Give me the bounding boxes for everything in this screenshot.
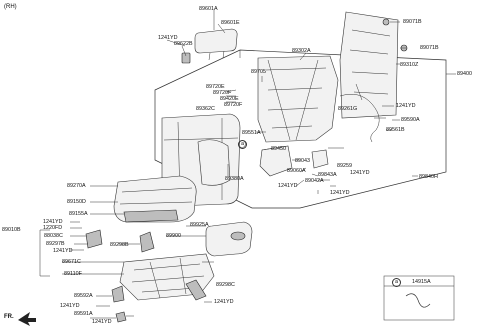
part-label-89261G: 89261G xyxy=(338,106,358,112)
part-label-89060A: 89060A xyxy=(287,168,306,174)
part-label-89561B: 89561B xyxy=(386,127,405,133)
part-label-89551A: 89551A xyxy=(242,130,261,136)
seat-pad-part xyxy=(123,209,179,223)
part-label-89071B-top: 89071B xyxy=(403,19,422,25)
headrest-part xyxy=(194,28,238,54)
part-label-89259: 89259 xyxy=(337,163,352,169)
bracket-left xyxy=(85,229,103,249)
part-label-1241YD: 1241YD xyxy=(158,35,178,41)
back-panel-part xyxy=(339,11,399,119)
part-label-89925A: 89925A xyxy=(190,222,209,228)
part-label-89310Z: 89310Z xyxy=(400,62,419,68)
part-label-89150D: 89150D xyxy=(67,199,86,205)
part-label-89110F: 89110F xyxy=(64,271,82,277)
part-label-88038C: 88038C xyxy=(44,233,63,239)
recliner-part xyxy=(259,145,293,177)
backrest-frame-part xyxy=(257,55,339,143)
part-label-89900: 89900 xyxy=(166,233,181,239)
part-label-1241YD-i: 1241YD xyxy=(214,299,234,305)
part-label-1241YD-f: 1241YD xyxy=(43,219,63,225)
part-label-89601E: 89601E xyxy=(221,20,240,26)
part-label-89840H: 89840H xyxy=(419,174,438,180)
part-label-89298C: 89298C xyxy=(216,282,235,288)
part-label-89042A: 89042A xyxy=(305,178,324,184)
clip-part xyxy=(405,293,431,308)
part-label-89592A: 89592A xyxy=(74,293,93,299)
headrest-guide-part xyxy=(181,52,191,64)
part-label-89450: 89450 xyxy=(271,146,286,152)
part-label-89298B: 89298B xyxy=(110,242,129,248)
part-label-89043: 89043 xyxy=(295,158,310,164)
callout-part-label: 14915A xyxy=(412,279,431,285)
part-label-89622B: 89622B xyxy=(174,41,193,47)
part-label-89843A: 89843A xyxy=(318,172,337,178)
part-label-89720F-2: 89720F xyxy=(224,102,243,108)
part-label-1241YD-j: 1241YD xyxy=(92,319,112,325)
part-label-1220FD: 1220FD xyxy=(43,225,63,231)
part-label-89155A: 89155A xyxy=(69,211,88,217)
part-label-1241YD-g: 1241YD xyxy=(53,248,73,254)
callout-marker-ref: a xyxy=(238,140,247,149)
callout-box xyxy=(383,275,455,321)
front-arrow xyxy=(18,312,36,326)
part-label-89720F: 89720F xyxy=(213,90,232,96)
bracket-low xyxy=(111,285,125,303)
callout-marker: a xyxy=(392,278,401,287)
part-label-89420E: 89420E xyxy=(220,96,239,102)
part-label-1241YD-c: 1241YD xyxy=(278,183,298,189)
part-label-89380A: 89380A xyxy=(225,176,244,182)
part-label-89601A: 89601A xyxy=(199,6,218,12)
bracket-mid xyxy=(139,231,155,253)
part-label-1241YD-h: 1241YD xyxy=(60,303,80,309)
bracket-low2 xyxy=(115,311,127,323)
part-label-89071B-mid: 89071B xyxy=(420,45,439,51)
part-label-89720E: 89720E xyxy=(206,84,225,90)
part-label-89591A: 89591A xyxy=(74,311,93,317)
part-label-89362C: 89362C xyxy=(196,106,215,112)
part-label-89590A: 89590A xyxy=(401,117,420,123)
part-label-89400: 89400 xyxy=(457,71,472,77)
part-label-89302A: 89302A xyxy=(292,48,311,54)
part-label-1241YD-b: 1241YD xyxy=(396,103,416,109)
part-label-1241YD-e: 1241YD xyxy=(330,190,350,196)
side-indicator: (RH) xyxy=(4,4,17,10)
part-label-1241YD-d: 1241YD xyxy=(350,170,370,176)
part-label-89010B: 89010B xyxy=(2,227,21,233)
part-label-89270A: 89270A xyxy=(67,183,86,189)
armrest-part xyxy=(205,221,253,257)
part-label-89705: 89705 xyxy=(251,69,266,75)
front-direction-label: FR. xyxy=(4,314,14,320)
wire-harness xyxy=(339,94,380,143)
part-label-89297B: 89297B xyxy=(46,241,65,247)
part-label-89671C: 89671C xyxy=(62,259,81,265)
rail-cover xyxy=(185,279,207,301)
